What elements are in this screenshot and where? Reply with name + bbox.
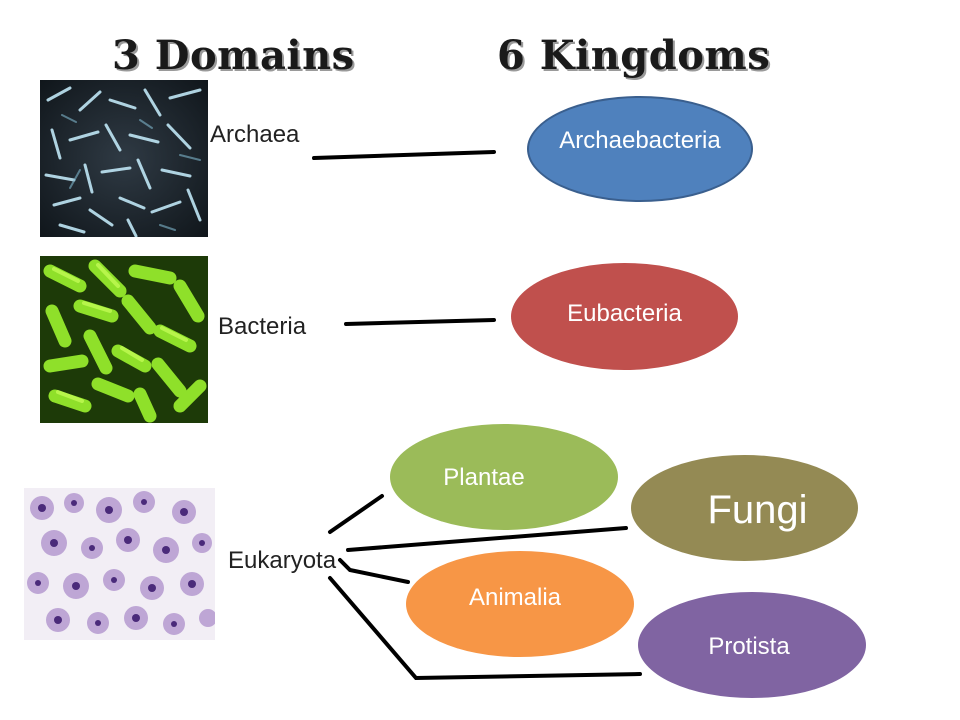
bacteria-photo: [40, 256, 208, 423]
kingdom-label-fungi: Fungi: [707, 487, 808, 532]
kingdom-label-archaebacteria: Archaebacteria: [559, 127, 721, 154]
kingdom-protista: Protista: [638, 592, 866, 698]
domain-label-eukaryota: Eukaryota: [228, 547, 337, 574]
kingdom-eubacteria: Eubacteria: [511, 263, 738, 370]
bacteria-connector: [344, 318, 496, 326]
kingdom-plantae: Plantae: [390, 424, 618, 530]
domains-heading: 3 Domains: [112, 32, 355, 79]
kingdoms-heading: 6 Kingdoms: [497, 32, 771, 79]
kingdom-archaebacteria: Archaebacteria: [527, 96, 753, 202]
kingdom-animalia: Animalia: [406, 551, 634, 657]
kingdom-label-eubacteria: Eubacteria: [567, 299, 682, 327]
archaea-photo: [40, 80, 208, 237]
kingdom-fungi: Fungi: [631, 455, 858, 561]
animalia-connector: [338, 558, 410, 584]
domain-label-bacteria: Bacteria: [218, 313, 307, 340]
kingdom-label-protista: Protista: [708, 633, 790, 660]
eukaryota-photo: [24, 488, 215, 640]
fungi-connector: [346, 526, 628, 552]
archaea-connector: [312, 150, 496, 160]
protista-connector: [328, 576, 642, 681]
kingdom-label-animalia: Animalia: [468, 584, 562, 611]
domain-label-archaea: Archaea: [210, 121, 300, 148]
plantae-connector: [328, 494, 384, 534]
kingdom-label-plantae: Plantae: [443, 464, 525, 491]
